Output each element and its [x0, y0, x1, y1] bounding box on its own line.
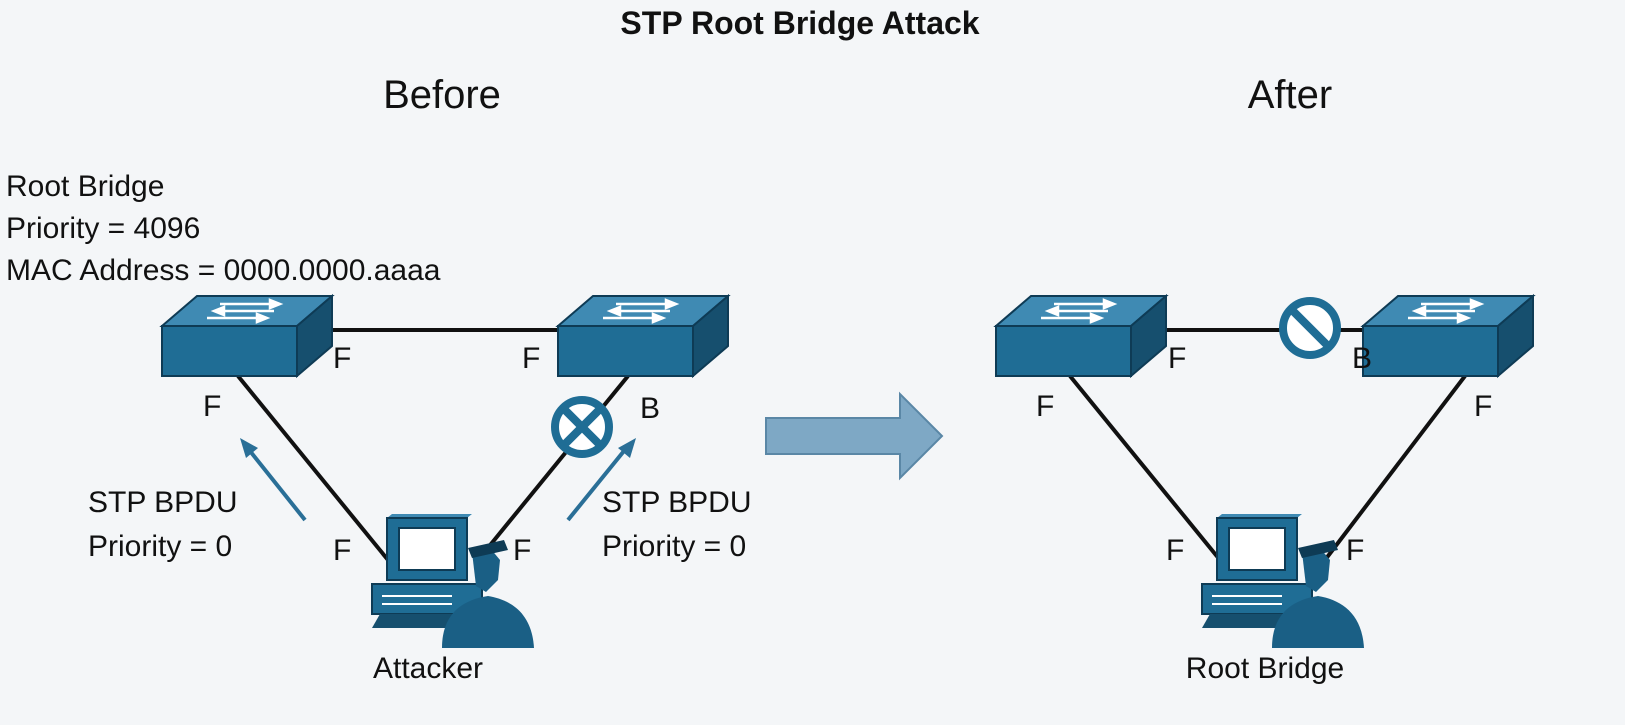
port-label: F — [203, 390, 221, 423]
bpdu-right-priority: Priority = 0 — [602, 530, 746, 563]
root-bridge-label: Root Bridge — [6, 170, 164, 203]
port-label: B — [640, 392, 660, 425]
root-priority-label: Priority = 4096 — [6, 212, 200, 245]
root-bridge-pc-label: Root Bridge — [1186, 652, 1344, 685]
diagram-title: STP Root Bridge Attack — [620, 5, 979, 41]
port-label: F — [1346, 534, 1364, 567]
port-label: F — [1474, 390, 1492, 423]
link-switch-a-attacker — [236, 374, 390, 562]
bpdu-arrow-left — [240, 438, 307, 522]
port-label: F — [1168, 342, 1186, 375]
blocked-port-icon — [1279, 297, 1341, 359]
bpdu-arrow-right — [566, 438, 636, 522]
port-label: F — [333, 342, 351, 375]
bpdu-left-priority: Priority = 0 — [88, 530, 232, 563]
link-switch-b-root — [1323, 374, 1467, 562]
port-label: F — [1036, 390, 1054, 423]
bpdu-left-label: STP BPDU — [88, 486, 238, 519]
attacker-label: Attacker — [373, 652, 483, 685]
port-label: F — [522, 342, 540, 375]
attacker-pc-icon — [1201, 513, 1365, 649]
switch-icon — [994, 294, 1168, 378]
attacker-pc-icon — [371, 513, 535, 649]
blocked-port-icon — [551, 396, 613, 458]
port-label: F — [1166, 534, 1184, 567]
transition-arrow-icon — [765, 391, 944, 481]
bpdu-right-label: STP BPDU — [602, 486, 752, 519]
port-label: B — [1352, 342, 1372, 375]
root-mac-label: MAC Address = 0000.0000.aaaa — [6, 254, 441, 287]
after-heading: After — [1248, 73, 1332, 117]
link-switch-a-root — [1068, 374, 1222, 562]
switch-icon — [1361, 294, 1535, 378]
before-heading: Before — [383, 73, 501, 117]
switch-icon — [160, 294, 334, 378]
port-label: F — [333, 534, 351, 567]
port-label: F — [513, 534, 531, 567]
switch-icon — [556, 294, 730, 378]
